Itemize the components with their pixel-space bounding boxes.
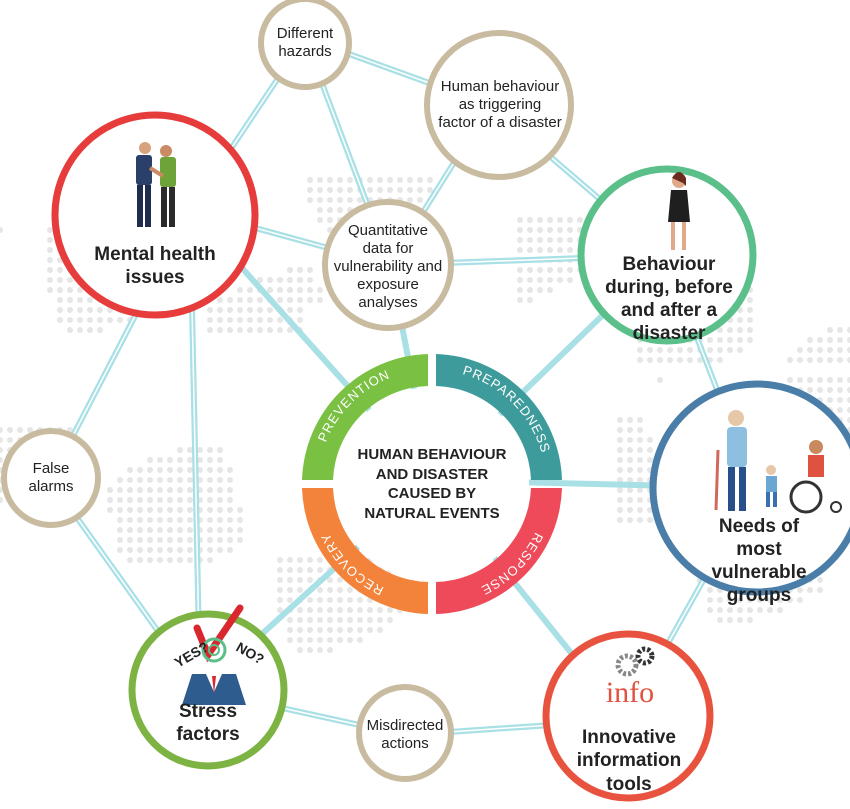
center-title-line: CAUSED BY: [387, 485, 477, 502]
info-word: info: [605, 676, 655, 709]
label-innovative-tools: Innovative information tools: [576, 727, 682, 795]
label-stress-factors: Stress factors: [176, 700, 240, 745]
label-human-behaviour-trigger: Human behaviour as triggering factor of …: [438, 78, 562, 131]
node-mental-health: [51, 111, 259, 319]
center-title: HUMAN BEHAVIOUR AND DISASTER CAUSED BY N…: [342, 440, 522, 528]
segment-response: [436, 488, 562, 614]
segment-preparedness: [436, 354, 562, 480]
label-behaviour-during: Behaviour during, before and after a dis…: [605, 253, 733, 345]
node-human-behaviour-trigger: [424, 30, 574, 180]
node-false-alarms: [1, 428, 101, 528]
center-title-line: HUMAN BEHAVIOUR: [357, 446, 507, 463]
node-innovative-tools: [542, 630, 714, 802]
label-different-hazards: Different hazards: [276, 25, 334, 60]
gears-icon: [615, 646, 655, 677]
segment-prevention: [302, 354, 428, 480]
node-misdirected-actions: [356, 684, 454, 782]
distressed-woman-icon: [668, 172, 690, 250]
node-behaviour-during: [577, 165, 757, 345]
segment-recovery: [302, 488, 428, 614]
label-misdirected-actions: Misdirected actions: [366, 717, 444, 752]
center-title-line: NATURAL EVENTS: [364, 504, 500, 522]
vulnerable-groups-icon: [714, 410, 842, 514]
label-mental-health: Mental health issues: [94, 243, 216, 288]
label-false-alarms: False alarms: [28, 460, 74, 495]
handshake-icon: [136, 142, 176, 227]
node-needs-vulnerable: [649, 380, 850, 596]
label-quantitative-data: Quantitative data for vulnerability and …: [333, 222, 443, 311]
center-title-line: AND DISASTER: [375, 465, 489, 483]
node-different-hazards: [258, 0, 352, 90]
center-ring: PREVENTION PREPAREDNESS RESPONSE RECOVER…: [302, 354, 562, 614]
label-needs-vulnerable: Needs of most vulnerable groups: [711, 515, 807, 607]
node-quantitative-data: [322, 199, 454, 331]
